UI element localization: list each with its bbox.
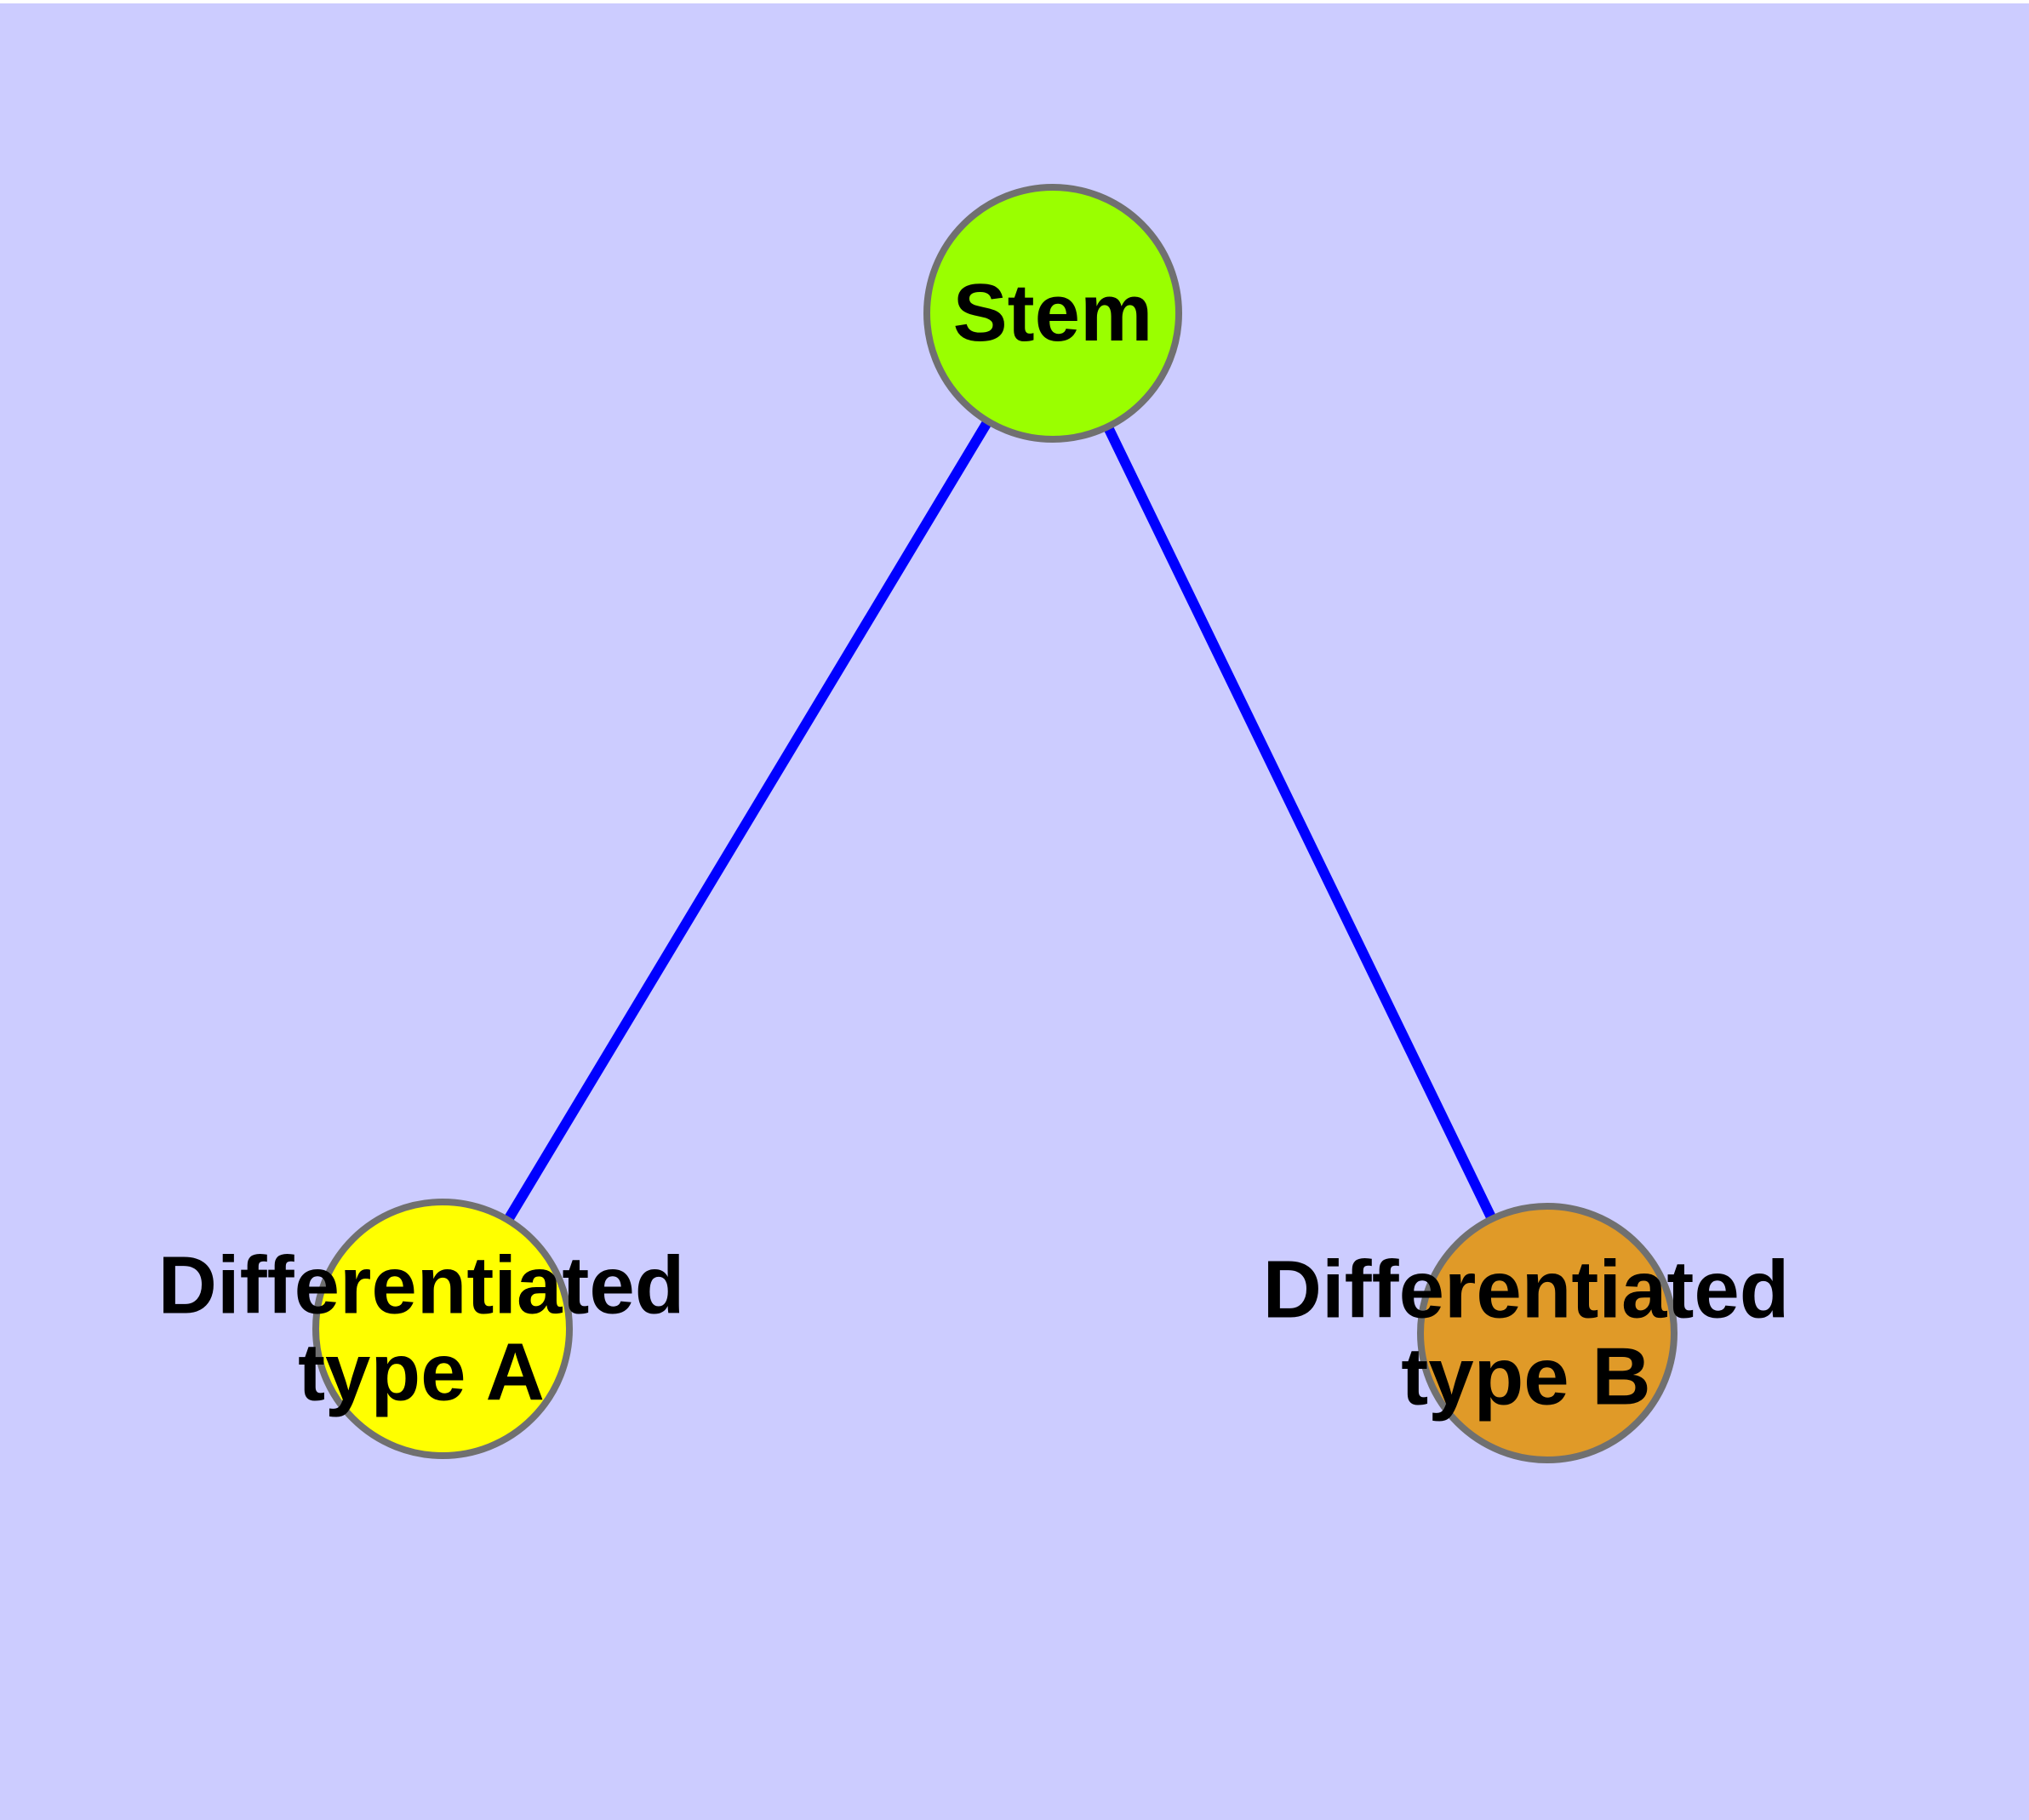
graph-node-diff_b[interactable] [1417,1203,1677,1463]
nodes-layer [312,184,1677,1463]
graph-node-diff_a[interactable] [312,1199,573,1459]
edges-layer [504,420,1496,1222]
graph-edge [1104,426,1496,1220]
graph-svg [312,184,1677,1463]
graph-edge [504,420,992,1222]
graph-node-stem[interactable] [923,184,1182,443]
